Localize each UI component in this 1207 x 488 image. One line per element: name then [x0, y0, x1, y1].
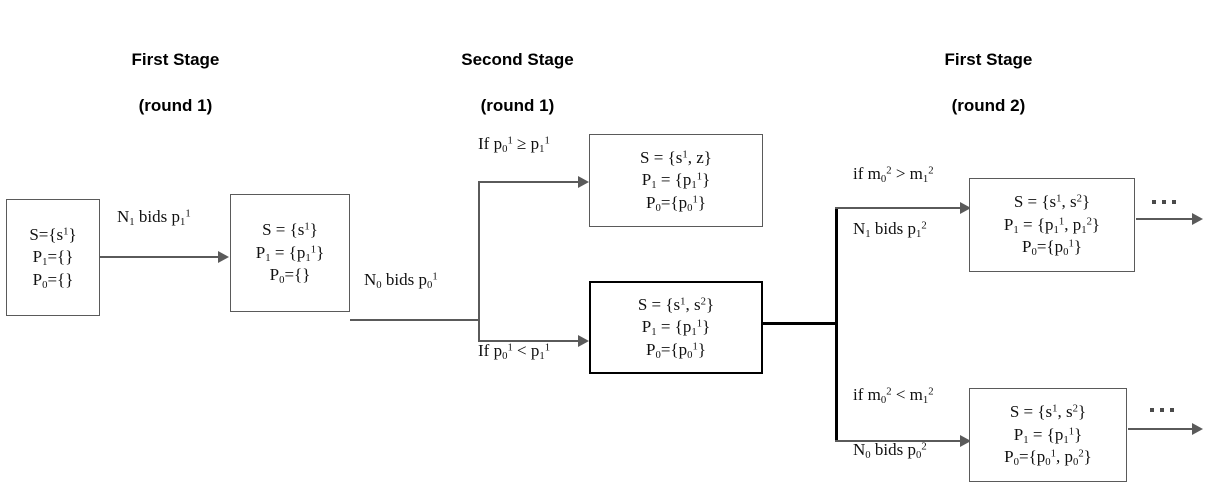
node-line-p0: P0={p01} [646, 339, 706, 361]
node-terminal-z[interactable]: S = {s1, z} P1 = {p11} P0={p01} [589, 134, 763, 227]
edge-initial-to-n1 [100, 256, 218, 258]
node-line-p1: P1 = {p11} [1013, 424, 1083, 446]
node-continue-s2[interactable]: S = {s1, s2} P1 = {p11} P0={p01} [589, 281, 763, 374]
heading-first-stage-round-2: First Stage (round 2) [884, 26, 1074, 141]
heading-second-stage-round-1: Second Stage (round 1) [413, 26, 603, 141]
label-n0-bids-p01: N0 bids p01 [364, 270, 438, 291]
node-line-p1: P1 = {p11} [255, 242, 325, 264]
arrowhead-split-to-continue [578, 335, 589, 347]
label-if-p0-ge-p1: If p01 ≥ p11 [478, 134, 550, 155]
arrowhead-split2-to-round2-n1 [960, 202, 971, 214]
heading-line-2: (round 2) [951, 95, 1026, 115]
splitter-second-stage [478, 181, 480, 341]
heading-first-stage-round-1: First Stage (round 1) [76, 26, 256, 141]
label-n1-bids-p12: N1 bids p12 [853, 219, 927, 240]
node-after-n1-bid[interactable]: S = {s1} P1 = {p11} P0={} [230, 194, 350, 312]
arrowhead-initial-to-n1 [218, 251, 229, 263]
heading-line-1: First Stage [131, 49, 220, 69]
node-line-s: S = {s1, s2} [1009, 402, 1087, 422]
label-n0-bids-p02: N0 bids p02 [853, 440, 927, 461]
node-line-p1: P1 = {p11} [641, 170, 711, 192]
node-line-p1: P1 = {p11, p12} [1003, 214, 1101, 236]
node-round2-n1-bid[interactable]: S = {s1, s2} P1 = {p11, p12} P0={p01} [969, 178, 1135, 272]
label-if-m0-lt-m1: if m02 < m12 [853, 385, 934, 406]
heading-line-2: (round 1) [480, 95, 555, 115]
node-line-s: S = {s1, s2} [1013, 192, 1091, 212]
arrowhead-split-to-terminal [578, 176, 589, 188]
node-line-p0: P0={} [269, 265, 311, 287]
node-line-p0: P0={} [32, 269, 74, 291]
node-line-s: S = {s1, z} [640, 147, 712, 167]
node-line-p0: P0={p01, p02} [1004, 447, 1092, 469]
arrowhead-round2-n1-continuation [1192, 213, 1203, 225]
edge-split2-to-round2-n1 [835, 207, 960, 209]
edge-continue-to-split2 [762, 322, 837, 325]
ellipsis-top-icon [1152, 200, 1176, 204]
edge-split2-to-round2-n0 [835, 440, 960, 442]
edge-round2-n1-continuation [1136, 218, 1192, 220]
arrowhead-round2-n0-continuation [1192, 423, 1203, 435]
heading-line-2: (round 1) [138, 95, 213, 115]
node-line-p0: P0={p01} [1022, 237, 1082, 259]
node-line-s: S={s1} [29, 224, 77, 244]
label-if-p0-lt-p1: If p01 < p11 [478, 341, 551, 362]
node-round2-n0-bid[interactable]: S = {s1, s2} P1 = {p11} P0={p01, p02} [969, 388, 1127, 482]
edge-round2-n0-continuation [1128, 428, 1192, 430]
node-line-p0: P0={p01} [646, 192, 706, 214]
heading-line-1: Second Stage [461, 49, 574, 69]
edge-n1-to-split [350, 319, 480, 321]
node-line-s: S = {s1} [262, 220, 318, 240]
label-n1-bids-p11: N1 bids p11 [117, 207, 191, 228]
label-if-m0-gt-m1: if m02 > m12 [853, 164, 934, 185]
ellipsis-bottom-icon [1150, 408, 1174, 412]
splitter-first-stage-round-2 [835, 207, 838, 442]
node-line-s: S = {s1, s2} [637, 294, 715, 314]
edge-split-to-terminal [478, 181, 578, 183]
heading-line-1: First Stage [944, 49, 1033, 69]
edge-split-to-continue [478, 340, 583, 342]
node-line-p1: P1 = {p11} [641, 317, 711, 339]
node-line-p1: P1={} [32, 247, 74, 269]
node-initial-state[interactable]: S={s1} P1={} P0={} [6, 199, 100, 316]
arrowhead-split2-to-round2-n0 [960, 435, 971, 447]
